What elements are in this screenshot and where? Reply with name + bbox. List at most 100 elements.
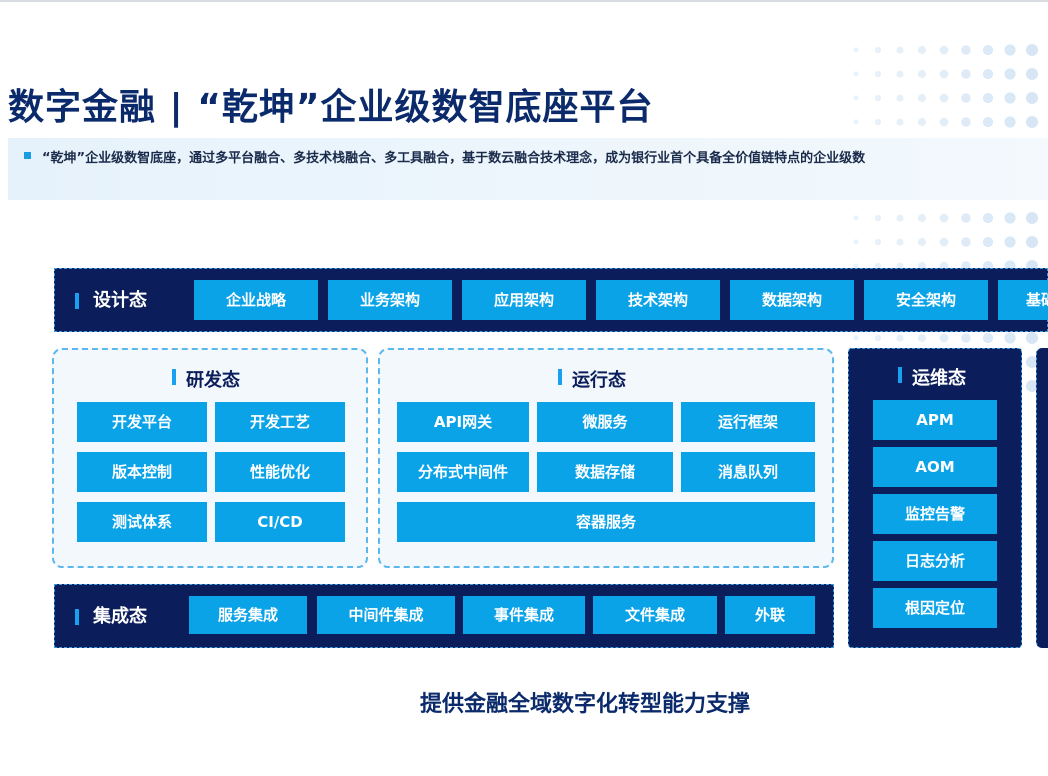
integration-stage-label: 集成态 xyxy=(55,585,147,649)
decor-dot xyxy=(918,70,926,78)
decor-dot xyxy=(961,93,971,103)
decor-dot xyxy=(982,116,994,128)
subtitle-text: “乾坤”企业级数智底座，通过多平台融合、多技术栈融合、多工具融合，基于数云融合技… xyxy=(42,151,866,166)
design-item: 安全架构 xyxy=(864,280,988,320)
decor-dot xyxy=(1026,380,1038,392)
design-item: 技术架构 xyxy=(596,280,720,320)
decor-dot xyxy=(853,239,859,245)
decor-dot xyxy=(896,238,904,246)
rd-item: 开发平台 xyxy=(77,402,207,442)
next-column-edge xyxy=(1036,348,1048,648)
runtime-item: 消息队列 xyxy=(681,452,815,492)
decor-dot xyxy=(1004,116,1016,128)
subtitle-band: “乾坤”企业级数智底座，通过多平台融合、多技术栈融合、多工具融合，基于数云融合技… xyxy=(8,138,1048,200)
rd-item: 开发工艺 xyxy=(215,402,345,442)
decor-dot xyxy=(1004,44,1016,56)
decor-dot xyxy=(896,94,904,102)
decor-dot xyxy=(896,46,904,54)
decor-dot xyxy=(853,47,859,53)
decor-dot xyxy=(896,334,904,342)
decor-dot xyxy=(896,214,904,222)
decor-dot xyxy=(982,332,994,344)
design-item: 基础 xyxy=(998,280,1048,320)
integration-item: 服务集成 xyxy=(189,596,307,634)
decor-dot xyxy=(939,117,949,127)
design-item: 应用架构 xyxy=(462,280,586,320)
footer-tagline: 提供金融全域数字化转型能力支撑 xyxy=(420,692,751,717)
top-divider xyxy=(0,0,1048,2)
decor-dot xyxy=(982,68,994,80)
decor-dot xyxy=(896,70,904,78)
decor-dot xyxy=(918,118,926,126)
decor-dot xyxy=(961,213,971,223)
decor-dot xyxy=(1026,116,1038,128)
design-item: 企业战略 xyxy=(194,280,318,320)
runtime-item: API网关 xyxy=(397,402,529,442)
decor-dot xyxy=(874,70,882,78)
design-stage-label: 设计态 xyxy=(55,269,147,333)
decor-dot xyxy=(1026,68,1038,80)
decor-dot xyxy=(1004,236,1016,248)
decor-dot xyxy=(918,238,926,246)
runtime-item: 数据存储 xyxy=(537,452,673,492)
bullet-square-icon xyxy=(24,152,31,159)
decor-dot xyxy=(939,45,949,55)
ops-stage-title: 运维态 xyxy=(898,364,966,390)
decor-dot xyxy=(1004,68,1016,80)
decor-dot xyxy=(853,263,859,269)
ops-item: 根因定位 xyxy=(873,588,997,628)
decor-dot xyxy=(961,117,971,127)
decor-dot xyxy=(961,69,971,79)
decor-dot xyxy=(874,334,882,342)
decor-dot xyxy=(1026,92,1038,104)
rd-item: 测试体系 xyxy=(77,502,207,542)
decor-dot xyxy=(874,238,882,246)
decor-dot xyxy=(961,237,971,247)
ops-item: 日志分析 xyxy=(873,541,997,581)
runtime-item: 容器服务 xyxy=(397,502,815,542)
decor-dot xyxy=(982,236,994,248)
decorative-dot-pattern xyxy=(853,44,1038,392)
design-item: 业务架构 xyxy=(328,280,452,320)
decor-dot xyxy=(853,71,859,77)
page-title: 数字金融 | “乾坤”企业级数智底座平台 xyxy=(8,87,654,128)
decor-dot xyxy=(1026,236,1038,248)
decor-dot xyxy=(1004,332,1016,344)
decor-dot xyxy=(853,335,859,341)
runtime-item: 微服务 xyxy=(537,402,673,442)
decor-dot xyxy=(939,93,949,103)
decor-dot xyxy=(1026,332,1038,344)
runtime-item: 运行框架 xyxy=(681,402,815,442)
decor-dot xyxy=(918,262,926,270)
decor-dot xyxy=(961,45,971,55)
decor-dot xyxy=(896,118,904,126)
runtime-item: 分布式中间件 xyxy=(397,452,529,492)
decor-dot xyxy=(918,94,926,102)
decor-dot xyxy=(918,214,926,222)
integration-item: 事件集成 xyxy=(463,596,585,634)
decor-dot xyxy=(939,333,949,343)
decor-dot xyxy=(939,69,949,79)
decor-dot xyxy=(874,214,882,222)
ops-item: AOM xyxy=(873,447,997,487)
decor-dot xyxy=(1004,92,1016,104)
decor-dot xyxy=(853,95,859,101)
decor-dot xyxy=(982,212,994,224)
decor-dot xyxy=(874,94,882,102)
decor-dot xyxy=(1026,44,1038,56)
integration-item: 外联 xyxy=(725,596,815,634)
decor-dot xyxy=(939,213,949,223)
rd-item: 版本控制 xyxy=(77,452,207,492)
rd-item: CI/CD xyxy=(215,502,345,542)
design-item: 数据架构 xyxy=(730,280,854,320)
decor-dot xyxy=(853,119,859,125)
decor-dot xyxy=(982,92,994,104)
decor-dot xyxy=(939,237,949,247)
integration-item: 文件集成 xyxy=(593,596,717,634)
decor-dot xyxy=(874,262,882,270)
decor-dot xyxy=(918,46,926,54)
decor-dot xyxy=(918,334,926,342)
decor-dot xyxy=(896,262,904,270)
runtime-stage-title: 运行态 xyxy=(558,366,626,392)
ops-item: 监控告警 xyxy=(873,494,997,534)
